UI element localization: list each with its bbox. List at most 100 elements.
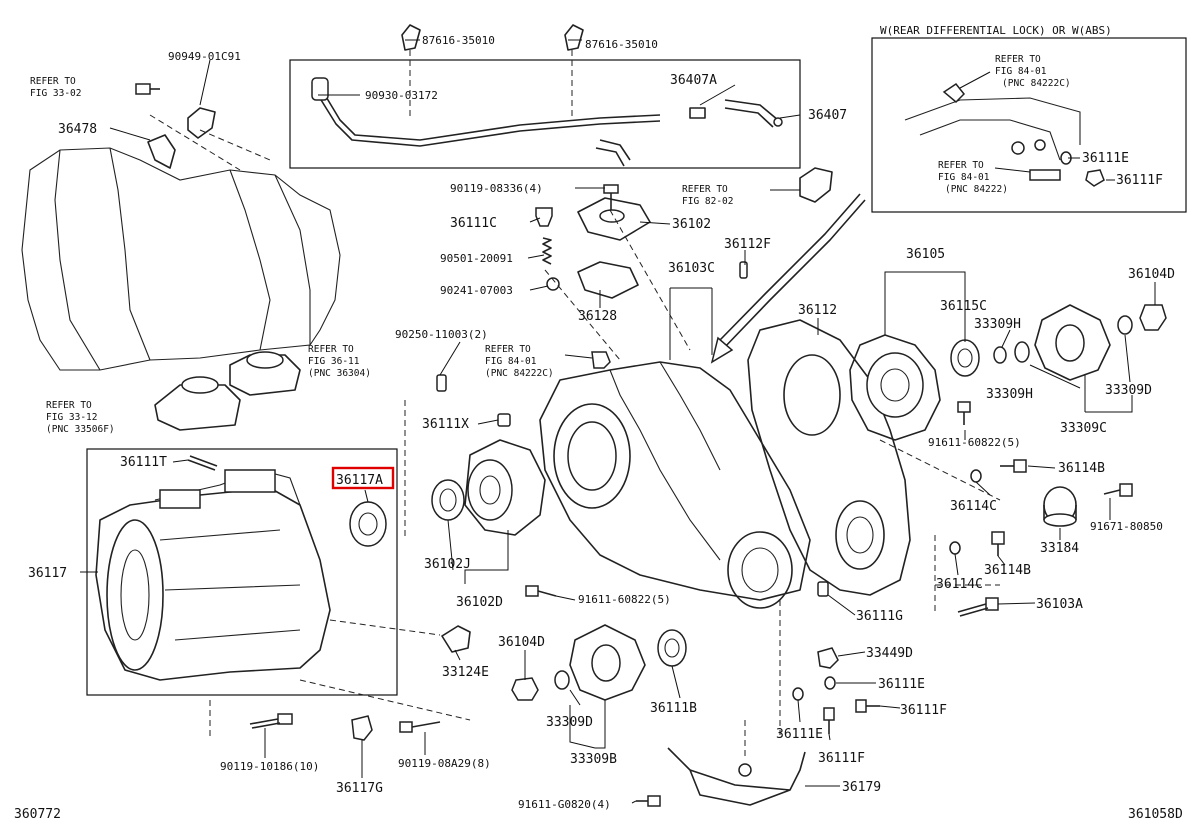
ref-84-01-ins-a-l3[interactable]: (PNC 84222C) bbox=[1002, 78, 1071, 89]
ref-84-01-ins-a-l1[interactable]: REFER TO bbox=[995, 54, 1041, 65]
label-36104d-r[interactable]: 36104D bbox=[1128, 267, 1175, 282]
label-91611-60822-b[interactable]: 91611-60822(5) bbox=[578, 593, 671, 606]
bolt-90119-10186 bbox=[249, 713, 293, 729]
label-36111x[interactable]: 36111X bbox=[422, 417, 469, 432]
ref-36-11-l1[interactable]: REFER TO bbox=[308, 344, 354, 355]
label-36102[interactable]: 36102 bbox=[672, 217, 711, 232]
label-33309h-a[interactable]: 33309H bbox=[974, 317, 1021, 332]
flange-33309c bbox=[1034, 304, 1111, 381]
label-33309c[interactable]: 33309C bbox=[1060, 421, 1107, 436]
ref-33-12-l2[interactable]: FIG 33-12 bbox=[46, 412, 97, 423]
label-36114b-a[interactable]: 36114B bbox=[1058, 461, 1105, 476]
washer-33309d-r bbox=[1117, 315, 1133, 335]
label-33309h-b[interactable]: 33309H bbox=[986, 387, 1033, 402]
label-36117g[interactable]: 36117G bbox=[336, 781, 383, 796]
label-91611-60822-a[interactable]: 91611-60822(5) bbox=[928, 436, 1021, 449]
label-87616-35010-a[interactable]: 87616-35010 bbox=[422, 34, 495, 47]
label-90501-20091[interactable]: 90501-20091 bbox=[440, 252, 513, 265]
ref-36-11-l2[interactable]: FIG 36-11 bbox=[308, 356, 360, 367]
plug-33449d bbox=[817, 647, 839, 669]
label-36111e[interactable]: 36111E bbox=[878, 677, 925, 692]
label-36407[interactable]: 36407 bbox=[808, 108, 847, 123]
gasket-36128 bbox=[577, 261, 639, 299]
bolt-91611-60822-b bbox=[525, 585, 557, 597]
label-36111e-inset[interactable]: 36111E bbox=[1082, 151, 1129, 166]
plug-36117g bbox=[351, 715, 373, 741]
plug-36111c bbox=[535, 207, 553, 227]
label-87616-35010-b[interactable]: 87616-35010 bbox=[585, 38, 658, 51]
label-36103a[interactable]: 36103A bbox=[1036, 597, 1083, 612]
label-91611-g0820[interactable]: 91611-G0820(4) bbox=[518, 798, 611, 811]
label-36111g[interactable]: 36111G bbox=[856, 609, 903, 624]
label-36111f-b[interactable]: 36111F bbox=[818, 751, 865, 766]
ref-82-02-l2[interactable]: FIG 82-02 bbox=[682, 196, 733, 207]
inset-pointer-arrow bbox=[710, 193, 866, 364]
label-90119-08a29[interactable]: 90119-08A29(8) bbox=[398, 757, 491, 770]
label-36103c[interactable]: 36103C bbox=[668, 261, 715, 276]
ref-33-02-l2[interactable]: FIG 33-02 bbox=[30, 88, 81, 99]
label-36111b[interactable]: 36111B bbox=[650, 701, 697, 716]
label-90119-10186[interactable]: 90119-10186(10) bbox=[220, 760, 319, 773]
washer-36111e-b bbox=[792, 687, 804, 701]
label-36115c[interactable]: 36115C bbox=[940, 299, 987, 314]
ref-84-01-ins-a-l2[interactable]: FIG 84-01 bbox=[995, 66, 1047, 77]
nut-36104d-r bbox=[1139, 304, 1167, 331]
ref-36-11-l3[interactable]: (PNC 36304) bbox=[308, 368, 371, 379]
label-90949-01c91[interactable]: 90949-01C91 bbox=[168, 50, 241, 63]
ref-84-01-ins-b-l3[interactable]: (PNC 84222) bbox=[945, 184, 1008, 195]
ref-82-02-l1[interactable]: REFER TO bbox=[682, 184, 728, 195]
label-36117[interactable]: 36117 bbox=[28, 566, 67, 581]
label-90250-11003[interactable]: 90250-11003(2) bbox=[395, 328, 488, 341]
inset-frame bbox=[871, 37, 1187, 213]
label-33309d-r[interactable]: 33309D bbox=[1105, 383, 1152, 398]
label-36111e-b[interactable]: 36111E bbox=[776, 727, 823, 742]
label-90241-07003[interactable]: 90241-07003 bbox=[440, 284, 513, 297]
ref-84-01-mid-l2[interactable]: FIG 84-01 bbox=[485, 356, 537, 367]
ref-84-01-ins-b-l2[interactable]: FIG 84-01 bbox=[938, 172, 990, 183]
label-36111f-inset[interactable]: 36111F bbox=[1116, 173, 1163, 188]
label-90119-08336[interactable]: 90119-08336(4) bbox=[450, 182, 543, 195]
label-36105[interactable]: 36105 bbox=[906, 247, 945, 262]
label-36114c-a[interactable]: 36114C bbox=[950, 499, 997, 514]
label-33309b[interactable]: 33309B bbox=[570, 752, 617, 767]
bolt-90949 bbox=[135, 83, 160, 95]
label-36111f-a[interactable]: 36111F bbox=[900, 703, 947, 718]
label-33449d[interactable]: 33449D bbox=[866, 646, 913, 661]
ref-84-01-mid-l3[interactable]: (PNC 84222C) bbox=[485, 368, 554, 379]
label-91671-80850[interactable]: 91671-80850 bbox=[1090, 520, 1163, 533]
label-33124e[interactable]: 33124E bbox=[442, 665, 489, 680]
label-36104d-l[interactable]: 36104D bbox=[498, 635, 545, 650]
label-36112[interactable]: 36112 bbox=[798, 303, 837, 318]
ref-33-02-l1[interactable]: REFER TO bbox=[30, 76, 76, 87]
label-33309d-l[interactable]: 33309D bbox=[546, 715, 593, 730]
bolt-90119-08a29 bbox=[399, 721, 441, 733]
inset-case-illustration bbox=[904, 97, 1081, 161]
ref-84-01-mid-l1[interactable]: REFER TO bbox=[485, 344, 531, 355]
label-90930-03172[interactable]: 90930-03172 bbox=[365, 89, 438, 102]
label-36114c-b[interactable]: 36114C bbox=[936, 577, 983, 592]
label-33184[interactable]: 33184 bbox=[1040, 541, 1079, 556]
inset-bolt-36111f bbox=[1085, 169, 1105, 187]
shift-cover-33-12 bbox=[154, 376, 241, 431]
reference-notes: REFER TO FIG 33-02 REFER TO FIG 36-11 (P… bbox=[30, 54, 1071, 435]
transfer-case-front-half bbox=[539, 361, 811, 609]
label-36478[interactable]: 36478 bbox=[58, 122, 97, 137]
label-36102j[interactable]: 36102J bbox=[424, 557, 471, 572]
label-36179[interactable]: 36179 bbox=[842, 780, 881, 795]
transmission-case-illustration bbox=[21, 114, 341, 371]
ref-33-12-l3[interactable]: (PNC 33506F) bbox=[46, 424, 115, 435]
ref-84-01-ins-b-l1[interactable]: REFER TO bbox=[938, 160, 984, 171]
bolt-91671-80850 bbox=[1103, 483, 1133, 497]
rear-cover-36105 bbox=[849, 334, 941, 441]
label-36117a[interactable]: 36117A bbox=[336, 473, 383, 488]
ref-33-12-l1[interactable]: REFER TO bbox=[46, 400, 92, 411]
label-36114b-b[interactable]: 36114B bbox=[984, 563, 1031, 578]
label-36112f[interactable]: 36112F bbox=[724, 237, 771, 252]
label-36111t[interactable]: 36111T bbox=[120, 455, 167, 470]
label-36102d[interactable]: 36102D bbox=[456, 595, 503, 610]
label-36111c[interactable]: 36111C bbox=[450, 216, 497, 231]
label-36128[interactable]: 36128 bbox=[578, 309, 617, 324]
label-36407a[interactable]: 36407A bbox=[670, 73, 717, 88]
bolt-36114b-b bbox=[991, 531, 1005, 556]
